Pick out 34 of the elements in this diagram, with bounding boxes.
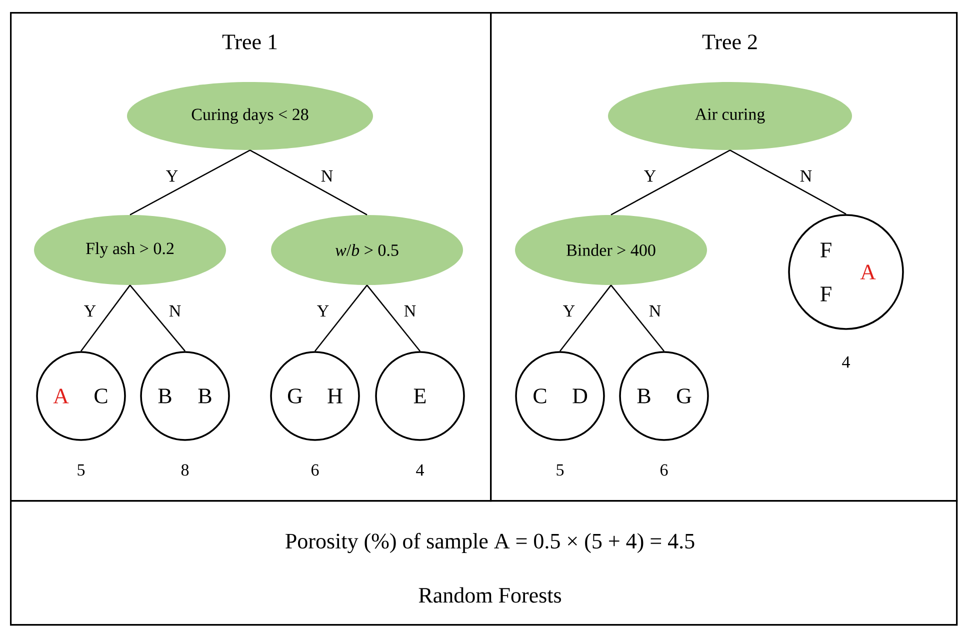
result-text: Random Forests [418, 587, 562, 603]
edge-label: Y [82, 304, 98, 318]
branch-line [560, 284, 612, 352]
sample-count: 4 [416, 464, 424, 476]
branch-line [80, 284, 131, 352]
panel-title: Tree 2 [702, 34, 757, 50]
edge-label: Y [562, 304, 576, 318]
edge-label: Y [316, 304, 330, 318]
edge-label: Y [164, 169, 180, 183]
branch-line [610, 284, 665, 352]
edge-label: N [320, 169, 334, 183]
sample-count: 4 [842, 356, 850, 368]
branch-line [314, 284, 368, 352]
sample-count: 8 [181, 464, 189, 476]
sample-count: 6 [660, 464, 668, 476]
sample-count: 6 [312, 464, 319, 476]
branch-line [366, 284, 421, 352]
edge-label: N [402, 304, 418, 318]
branch-line [130, 284, 186, 352]
branch-line [250, 150, 368, 216]
tree-panel [490, 12, 958, 502]
tree-panel [10, 12, 492, 502]
branch-line [730, 150, 846, 215]
result-text: Porosity (%) of sample A = 0.5 × (5 + 4) = 4.5 [286, 532, 694, 554]
edge-label: N [798, 169, 814, 183]
edge-label: N [168, 304, 182, 318]
branch-line [130, 150, 250, 216]
edge-label: N [648, 304, 662, 318]
edge-label: Y [642, 169, 658, 183]
result-panel [10, 500, 958, 626]
sample-count: 5 [78, 464, 85, 476]
branch-line [610, 150, 730, 216]
sample-count: 5 [556, 464, 564, 476]
panel-title: Tree 1 [222, 34, 277, 50]
